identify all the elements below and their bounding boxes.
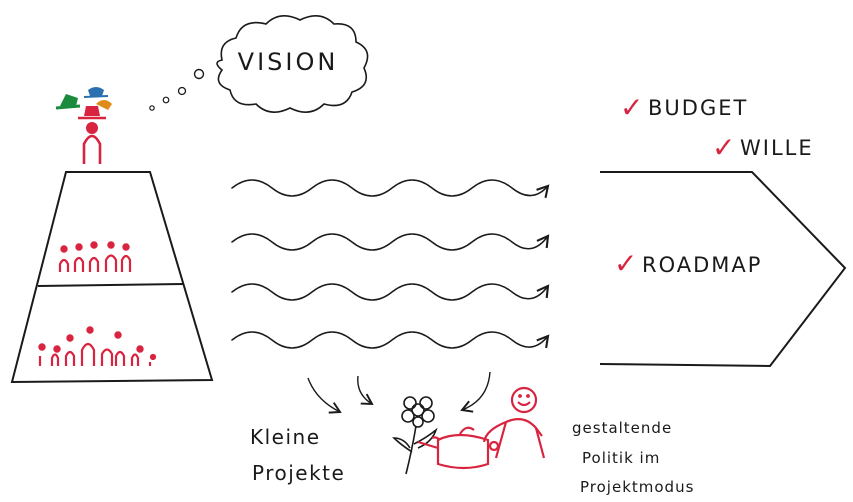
direction-arrow-icon [599,171,847,368]
right-caption-line2: Politik im [582,449,660,467]
check-mark-budget: ✓ [620,91,643,124]
right-caption-line1: gestaltende [572,419,672,437]
left-caption: Kleine Projekte [250,425,345,485]
right-caption-line3: Projektmodus [580,478,694,496]
checklist-wille: WILLE [740,136,814,160]
leader-figure-icon [82,122,102,164]
flower-icon [392,396,438,475]
wave-arrow-icon [231,179,550,349]
bottom-people [38,326,157,366]
left-caption-line2: Projekte [252,461,345,485]
hats-icon [55,87,112,120]
vision-label: VISION [238,48,339,76]
check-mark-roadmap: ✓ [614,247,637,280]
checklist: ✓ BUDGET ✓ WILLE ✓ ROADMAP [614,91,814,280]
thought-cloud-icon [149,15,369,113]
check-mark-wille: ✓ [712,131,735,164]
small-arrows [307,371,491,414]
checklist-roadmap: ROADMAP [642,253,762,277]
pyramid-icon [10,171,214,384]
gardener-figure-icon [482,386,546,459]
right-caption: gestaltende Politik im Projektmodus [572,419,694,496]
left-caption-line1: Kleine [250,425,321,449]
watering-can-icon [417,426,500,470]
middle-people [58,241,132,272]
checklist-budget: BUDGET [648,96,748,120]
